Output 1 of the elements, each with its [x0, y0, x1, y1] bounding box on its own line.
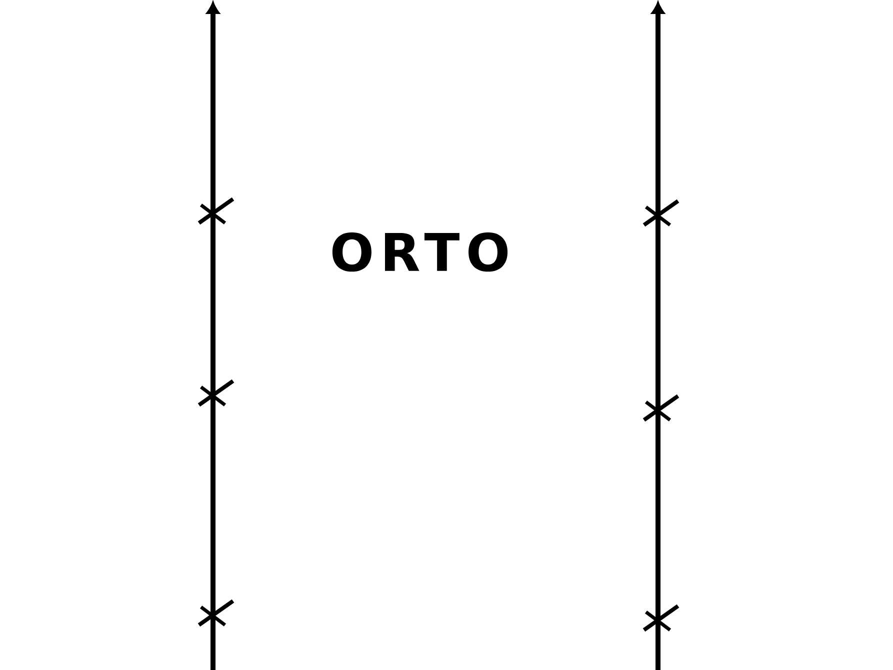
diagram-label: ORTO	[332, 232, 508, 272]
